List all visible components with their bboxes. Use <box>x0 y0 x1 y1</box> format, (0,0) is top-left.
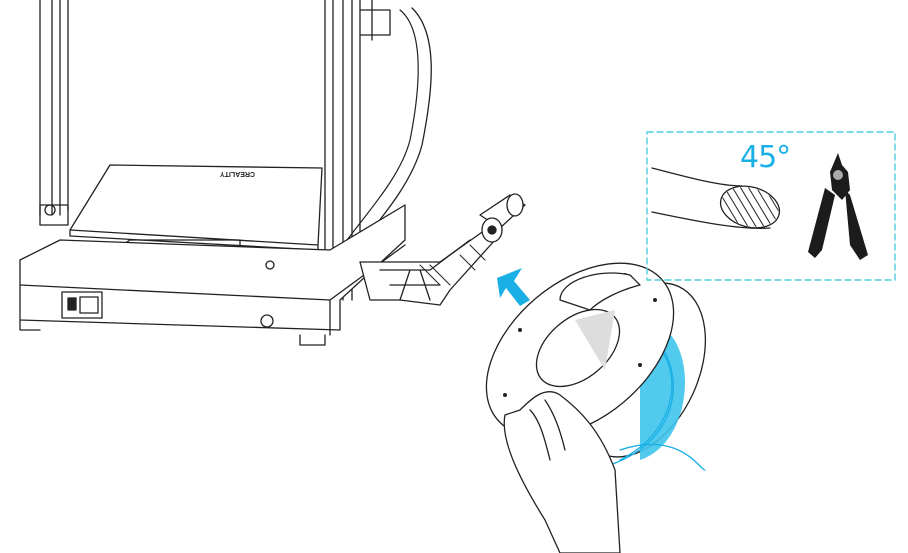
side-cutter-pliers <box>808 153 868 260</box>
angle-label: 45° <box>740 140 790 175</box>
arrow-up-icon <box>497 268 530 306</box>
creality-logo: CREALITY <box>220 170 255 177</box>
printer-illustration: CREALITY <box>20 0 525 345</box>
filament-end <box>652 168 790 234</box>
